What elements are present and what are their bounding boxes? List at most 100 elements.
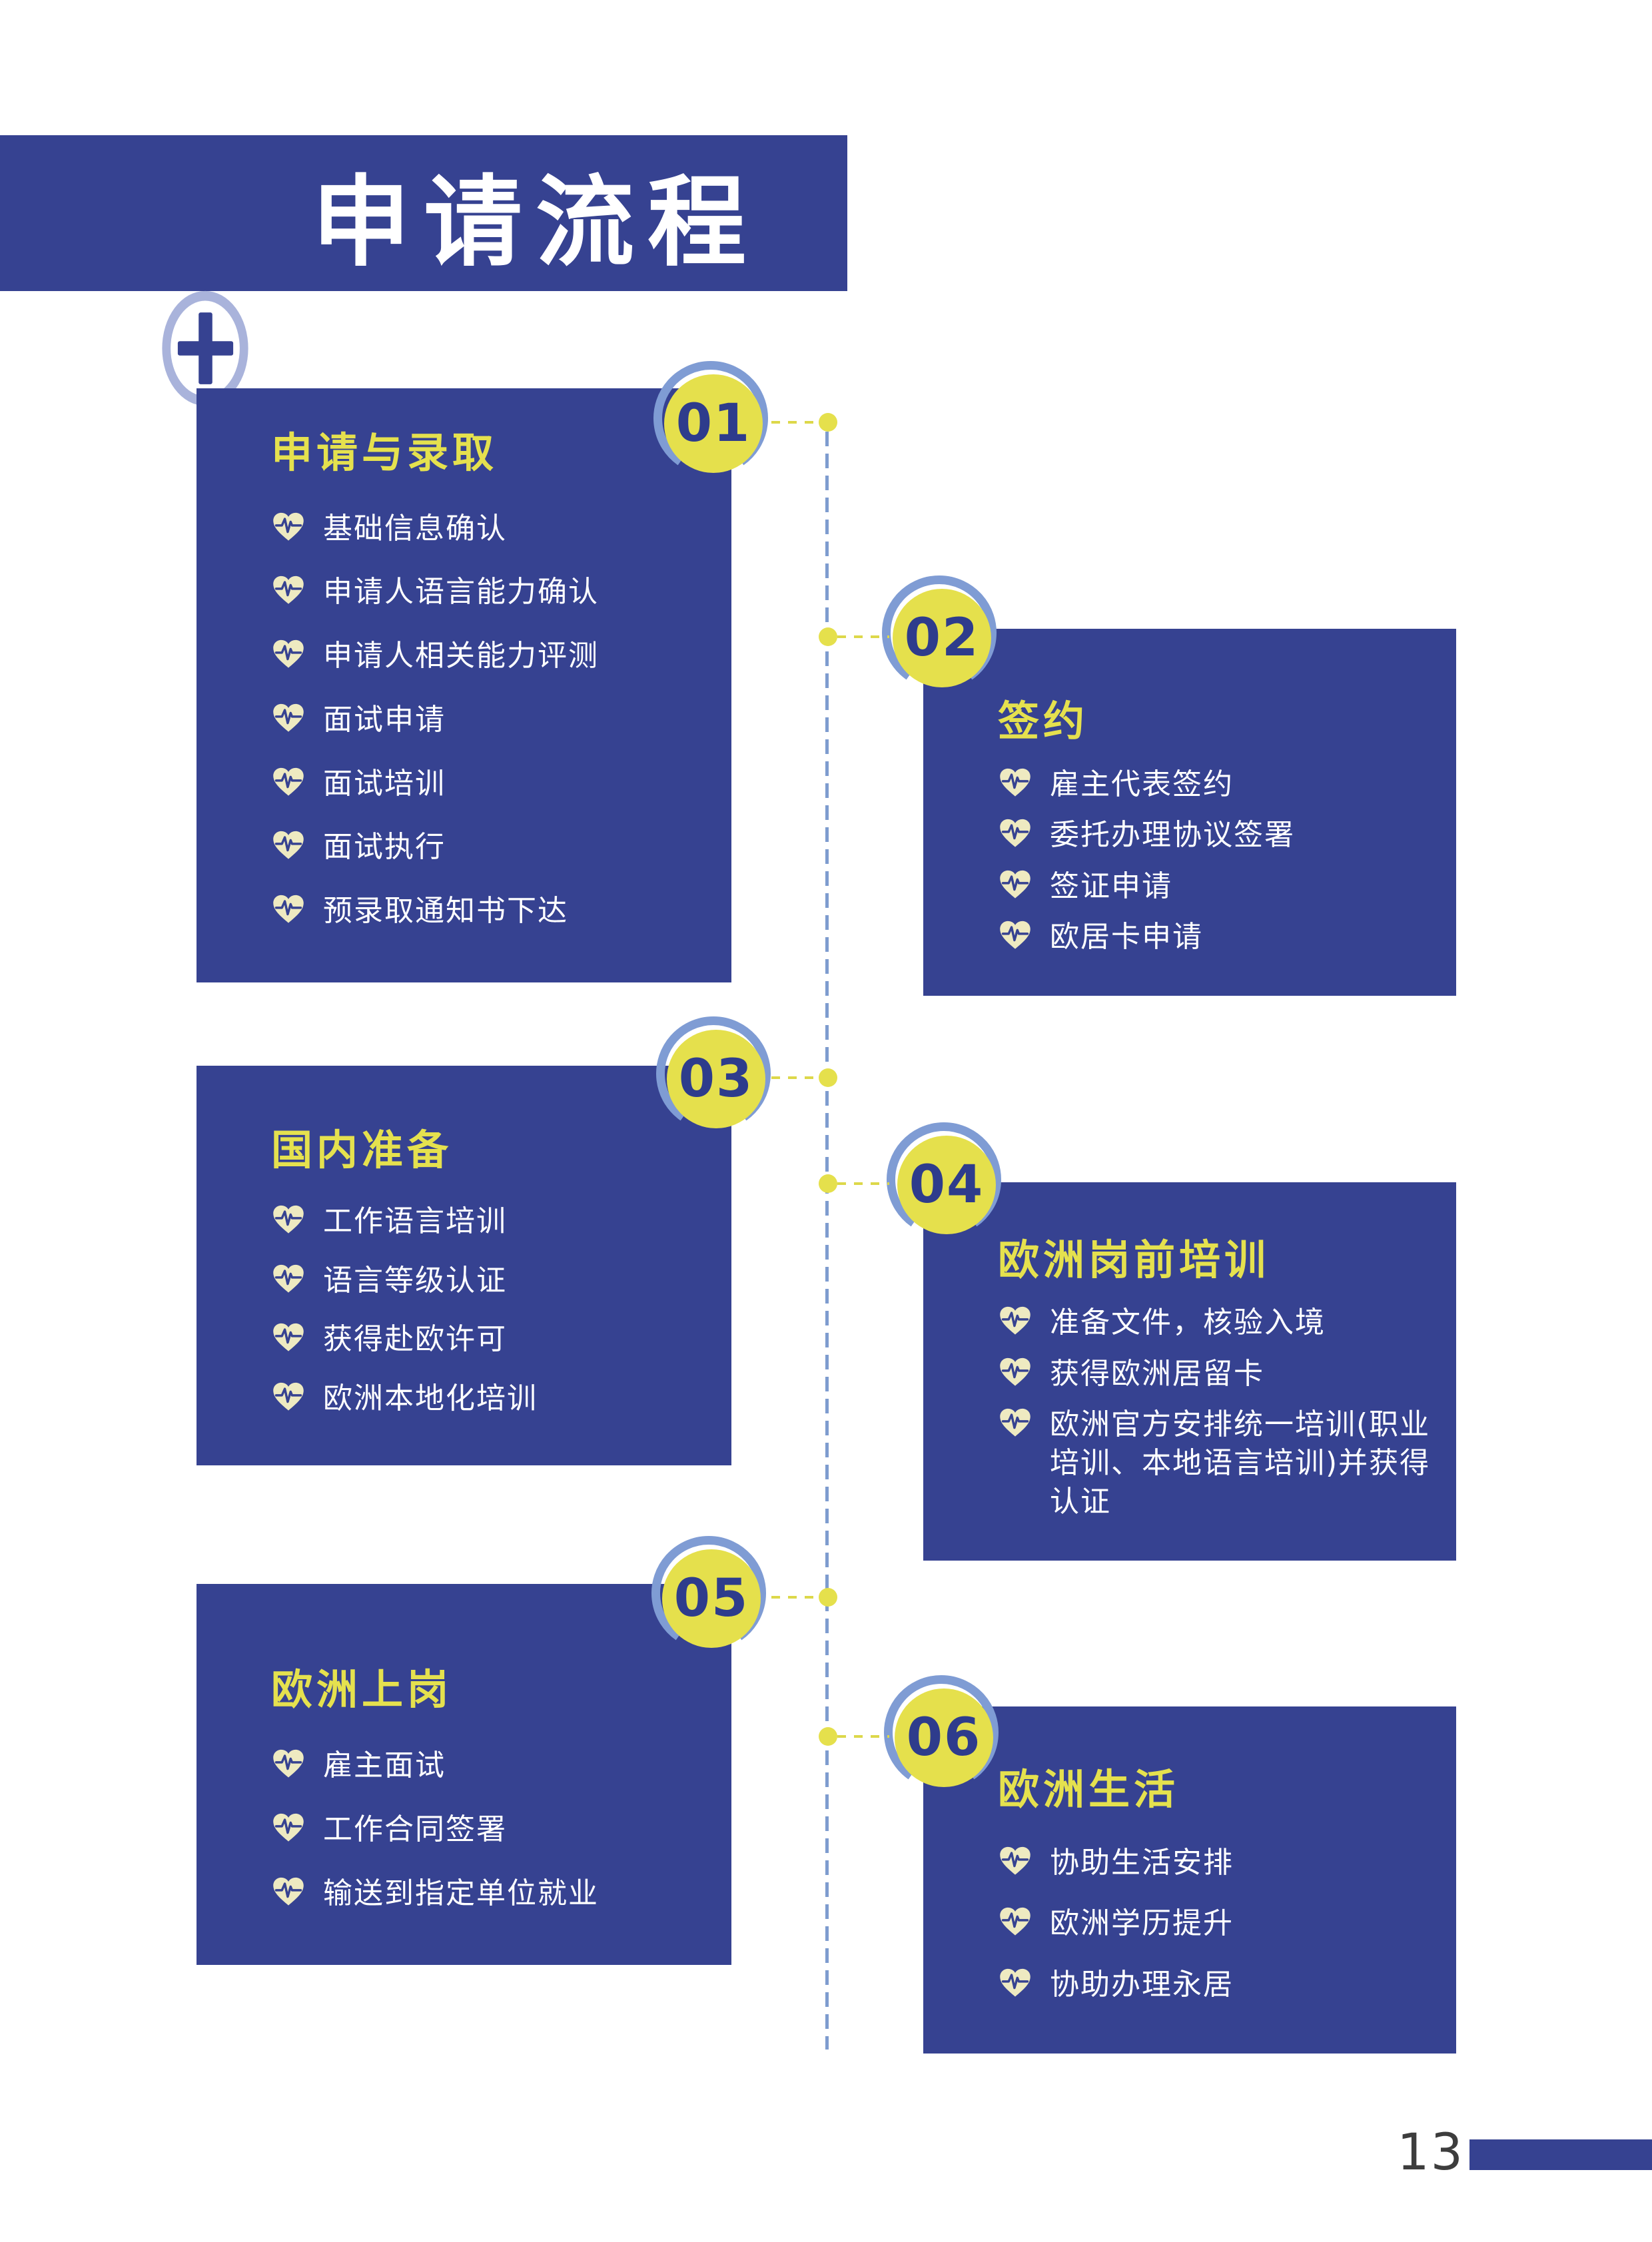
step-4-items: 准备文件，核验入境 获得欧洲居留卡 欧洲官方安排统一培训(职业培训、本地语言培训…: [923, 1286, 1456, 1561]
list-item: 面试执行: [271, 828, 707, 867]
badge-ring-icon: [656, 1016, 771, 1128]
heart-pulse-icon: [271, 1321, 306, 1353]
heart-pulse-icon: [998, 1845, 1032, 1877]
step-1-title: 申请与录取: [271, 428, 498, 477]
list-item: 欧洲本地化培训: [271, 1379, 707, 1418]
heart-pulse-icon: [998, 767, 1032, 799]
list-item-label: 协助办理永居: [1050, 1968, 1234, 2002]
step-panel-2: 签约 雇主代表签约 委托办理协议签署 签证申请 欧居卡申请: [923, 629, 1456, 996]
heart-pulse-icon: [271, 1263, 306, 1295]
list-item-label: 欧洲本地化培训: [323, 1381, 538, 1416]
heart-pulse-icon: [271, 829, 306, 861]
badge-ring-icon: [653, 361, 768, 473]
step-5-items: 雇主面试 工作合同签署 输送到指定单位就业: [197, 1716, 731, 1965]
list-item-label: 面试培训: [323, 766, 446, 801]
step-5-title: 欧洲上岗: [271, 1665, 453, 1714]
step-badge-04: 04: [881, 1116, 1007, 1243]
list-item-label: 欧洲学历提升: [1050, 1906, 1234, 1941]
step-3-items: 工作语言培训 语言等级认证 获得赴欧许可 欧洲本地化培训: [197, 1176, 731, 1465]
heart-pulse-icon: [271, 702, 306, 734]
list-item-label: 雇主面试: [323, 1748, 446, 1782]
timeline-dashed-line: [825, 432, 829, 2050]
list-item-label: 签证申请: [1050, 869, 1172, 903]
heart-pulse-icon: [998, 1356, 1032, 1388]
step-number: 02: [904, 608, 980, 668]
badge-ring-icon: [651, 1536, 766, 1648]
list-item: 输送到指定单位就业: [271, 1874, 707, 1913]
connector-step-05: [771, 1596, 819, 1599]
list-item: 协助生活安排: [998, 1844, 1432, 1882]
list-item: 工作语言培训: [271, 1202, 707, 1241]
heart-pulse-icon: [998, 1967, 1032, 1999]
page-title: 申请流程: [312, 165, 759, 280]
timeline-dot-03: [819, 1068, 837, 1087]
heart-pulse-icon: [271, 766, 306, 798]
list-item: 协助办理永居: [998, 1966, 1432, 2004]
timeline-dot-06: [819, 1727, 837, 1746]
step-panel-3: 国内准备 工作语言培训 语言等级认证 获得赴欧许可 欧洲本地化培训: [197, 1066, 731, 1465]
list-item-label: 协助生活安排: [1050, 1845, 1234, 1880]
list-item-label: 输送到指定单位就业: [323, 1876, 599, 1910]
footer-accent-bar: [1469, 2139, 1652, 2170]
step-4-title: 欧洲岗前培训: [998, 1236, 1270, 1284]
step-3-title: 国内准备: [271, 1126, 453, 1174]
connector-step-03: [771, 1076, 819, 1079]
step-badge-05: 05: [645, 1530, 772, 1657]
list-item: 雇主面试: [271, 1746, 707, 1785]
list-item-label: 获得赴欧许可: [323, 1322, 507, 1357]
heart-pulse-icon: [998, 1906, 1032, 1938]
list-item: 申请人相关能力评测: [271, 637, 707, 675]
heart-pulse-icon: [998, 869, 1032, 901]
step-1-items: 基础信息确认 申请人语言能力确认 申请人相关能力评测 面试申请 面试培训 面试执…: [197, 479, 731, 982]
heart-pulse-icon: [271, 638, 306, 670]
connector-step-04: [837, 1182, 889, 1185]
step-number: 01: [675, 394, 751, 454]
connector-step-01: [771, 421, 819, 424]
list-item-label: 准备文件，核验入境: [1050, 1306, 1326, 1340]
plus-cross-icon: [162, 290, 248, 406]
list-item: 准备文件，核验入境: [998, 1304, 1432, 1342]
step-badge-06: 06: [878, 1669, 1005, 1796]
heart-pulse-icon: [998, 1407, 1032, 1439]
list-item: 面试申请: [271, 701, 707, 739]
list-item-label: 语言等级认证: [323, 1263, 507, 1298]
list-item-label: 工作语言培训: [323, 1204, 507, 1238]
badge-ring-icon: [887, 1122, 1001, 1234]
list-item-label: 获得欧洲居留卡: [1050, 1356, 1264, 1391]
heart-pulse-icon: [271, 1204, 306, 1236]
list-item: 获得赴欧许可: [271, 1320, 707, 1359]
timeline-dot-02: [819, 627, 837, 646]
step-6-title: 欧洲生活: [998, 1765, 1180, 1814]
list-item-label: 欧洲官方安排统一培训(职业培训、本地语言培训)并获得认证: [1050, 1407, 1431, 1519]
step-panel-1: 申请与录取 基础信息确认 申请人语言能力确认 申请人相关能力评测 面试申请 面试…: [197, 388, 731, 982]
list-item-label: 申请人相关能力评测: [323, 639, 599, 673]
step-number: 05: [673, 1569, 749, 1629]
step-panel-4: 欧洲岗前培训 准备文件，核验入境 获得欧洲居留卡 欧洲官方安排统一培训(职业培训…: [923, 1182, 1456, 1561]
list-item: 欧洲学历提升: [998, 1904, 1432, 1943]
page-number: 13: [1397, 2122, 1464, 2181]
list-item-label: 基础信息确认: [323, 511, 507, 546]
connector-step-06: [837, 1735, 889, 1738]
list-item: 雇主代表签约: [998, 765, 1432, 804]
step-2-items: 雇主代表签约 委托办理协议签署 签证申请 欧居卡申请: [923, 747, 1456, 996]
step-2-title: 签约: [998, 697, 1089, 745]
list-item: 欧洲官方安排统一培训(职业培训、本地语言培训)并获得认证: [998, 1405, 1432, 1521]
list-item: 委托办理协议签署: [998, 816, 1432, 855]
heart-pulse-icon: [271, 1381, 306, 1413]
heart-pulse-icon: [271, 1812, 306, 1844]
list-item-label: 欧居卡申请: [1050, 920, 1203, 954]
list-item-label: 工作合同签署: [323, 1812, 507, 1846]
step-panel-5: 欧洲上岗 雇主面试 工作合同签署 输送到指定单位就业: [197, 1584, 731, 1965]
step-number: 04: [909, 1155, 985, 1215]
step-badge-02: 02: [876, 569, 1003, 696]
connector-step-02: [837, 635, 889, 638]
step-panel-6: 欧洲生活 协助生活安排 欧洲学历提升 协助办理永居: [923, 1706, 1456, 2054]
heart-pulse-icon: [998, 919, 1032, 951]
list-item: 预录取通知书下达: [271, 892, 707, 931]
heart-pulse-icon: [271, 574, 306, 606]
list-item: 面试培训: [271, 765, 707, 803]
list-item: 获得欧洲居留卡: [998, 1355, 1432, 1393]
list-item: 基础信息确认: [271, 510, 707, 548]
heart-pulse-icon: [271, 1748, 306, 1780]
step-number: 03: [678, 1049, 754, 1109]
